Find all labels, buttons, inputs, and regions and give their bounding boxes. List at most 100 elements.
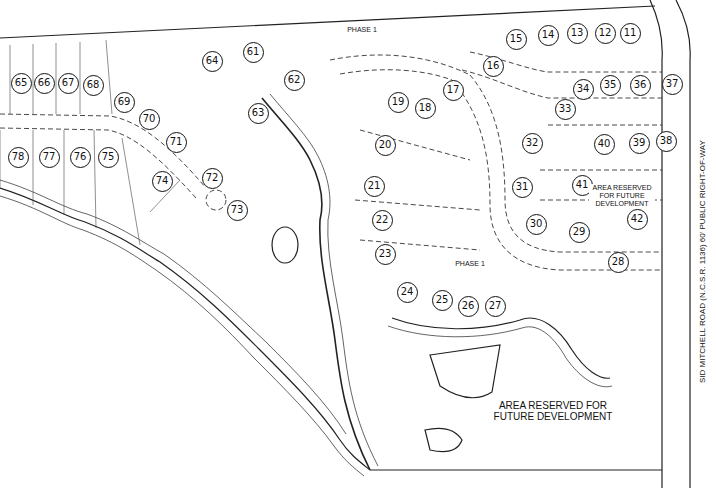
lot-number-circle: 28	[608, 252, 629, 273]
cul-de-sac	[206, 190, 226, 210]
lot-number-circle: 17	[443, 80, 464, 101]
lot-number: 65	[15, 78, 28, 88]
lot-number-circle: 61	[243, 42, 264, 63]
lot-number: 23	[379, 249, 392, 259]
lot-number-circle: 12	[595, 23, 616, 44]
lot-number: 33	[559, 104, 572, 114]
lot-number: 12	[599, 28, 612, 38]
creek-buffer	[0, 196, 364, 476]
pond	[272, 227, 298, 263]
lot-number-circle: 18	[415, 98, 436, 119]
lot-number-circle: 42	[627, 209, 648, 230]
lot-number: 29	[573, 227, 586, 237]
lot-number-circle: 75	[98, 147, 119, 168]
lot-number: 31	[516, 182, 529, 192]
lot-number-circle: 36	[630, 75, 651, 96]
lot-number: 30	[530, 219, 543, 229]
pond	[425, 428, 462, 451]
lot-number: 14	[542, 30, 555, 40]
creek-buffer	[270, 94, 378, 466]
road-edge	[470, 75, 662, 252]
lot-number-circle: 65	[11, 73, 32, 94]
lot-number-circle: 25	[432, 290, 453, 311]
lot-number: 73	[231, 205, 244, 215]
lot-number-circle: 26	[458, 296, 479, 317]
lot-number: 26	[462, 301, 475, 311]
lot-number: 61	[247, 47, 260, 57]
lot-number: 28	[612, 257, 625, 267]
lot-number: 25	[436, 295, 449, 305]
lot-number-circle: 34	[573, 79, 594, 100]
lot-number-circle: 13	[567, 23, 588, 44]
lot-number-circle: 27	[485, 296, 506, 317]
lot-number-circle: 29	[569, 222, 590, 243]
lot-number-circle: 77	[39, 147, 60, 168]
road-edge	[340, 70, 452, 80]
lot-number: 35	[604, 80, 617, 90]
lot-number-circle: 74	[152, 171, 173, 192]
lot-number: 70	[143, 114, 156, 124]
lot-number: 71	[170, 137, 183, 147]
lot-number: 77	[43, 152, 56, 162]
area-label: AREA RESERVED FOR FUTURE DEVELOPMENT	[589, 184, 655, 208]
lot-number: 40	[598, 139, 611, 149]
pond	[430, 345, 500, 398]
lot-number-circle: 73	[227, 200, 248, 221]
creek	[262, 98, 370, 470]
lot-number: 68	[87, 80, 100, 90]
lot-number-circle: 78	[8, 147, 29, 168]
lot-number: 37	[666, 79, 679, 89]
lot-number-circle: 30	[526, 214, 547, 235]
lot-number-circle: 22	[372, 210, 393, 231]
lot-number-circle: 32	[522, 133, 543, 154]
lot-number-circle: 63	[248, 103, 269, 124]
lot-number: 32	[526, 138, 539, 148]
road-edge	[452, 80, 662, 270]
lot-number: 19	[392, 97, 405, 107]
lot-line	[0, 40, 180, 245]
lot-number: 62	[288, 75, 301, 85]
road-label: SID MITCHELL ROAD (N.C.S.R. 1136) 60' PU…	[698, 50, 707, 474]
lot-number-circle: 64	[202, 51, 223, 72]
creek-buffer	[388, 326, 612, 387]
area-label: AREA RESERVED FOR FUTURE DEVELOPMENT	[491, 400, 615, 423]
area-label: PHASE 1	[330, 26, 394, 34]
lot-number: 18	[419, 103, 432, 113]
lot-number-circle: 37	[662, 74, 683, 95]
road-edge	[0, 128, 196, 198]
lot-number-circle: 23	[375, 244, 396, 265]
lot-number-circle: 67	[58, 73, 79, 94]
road-edge	[470, 52, 662, 72]
lot-number-circle: 35	[600, 75, 621, 96]
lot-number-circle: 72	[202, 168, 223, 189]
lot-number: 69	[118, 97, 131, 107]
lot-number: 39	[633, 138, 646, 148]
lot-number-circle: 11	[620, 23, 641, 44]
creek-boundary	[392, 318, 610, 378]
lot-number-circle: 24	[397, 282, 418, 303]
lot-number: 76	[74, 152, 87, 162]
lot-number-circle: 70	[139, 109, 160, 130]
road-edge	[548, 125, 662, 126]
lot-number: 66	[38, 78, 51, 88]
lot-number-circle: 71	[166, 132, 187, 153]
lot-number: 22	[376, 215, 389, 225]
creek-boundary	[0, 188, 370, 470]
lot-number-circle: 14	[538, 25, 559, 46]
property-line	[370, 469, 662, 470]
lot-number-circle: 68	[83, 75, 104, 96]
lot-number: 72	[206, 173, 219, 183]
lot-number-circle: 39	[629, 133, 650, 154]
lot-number-circle: 15	[506, 29, 527, 50]
creek-buffer	[0, 180, 346, 434]
lot-number: 75	[102, 152, 115, 162]
lot-number: 74	[156, 176, 169, 186]
lot-number-circle: 69	[114, 92, 135, 113]
lot-number: 24	[401, 287, 414, 297]
lot-number: 41	[576, 180, 589, 190]
lot-number: 42	[631, 214, 644, 224]
lot-number: 63	[252, 108, 265, 118]
lot-number-circle: 33	[555, 99, 576, 120]
lot-number: 38	[660, 136, 673, 146]
